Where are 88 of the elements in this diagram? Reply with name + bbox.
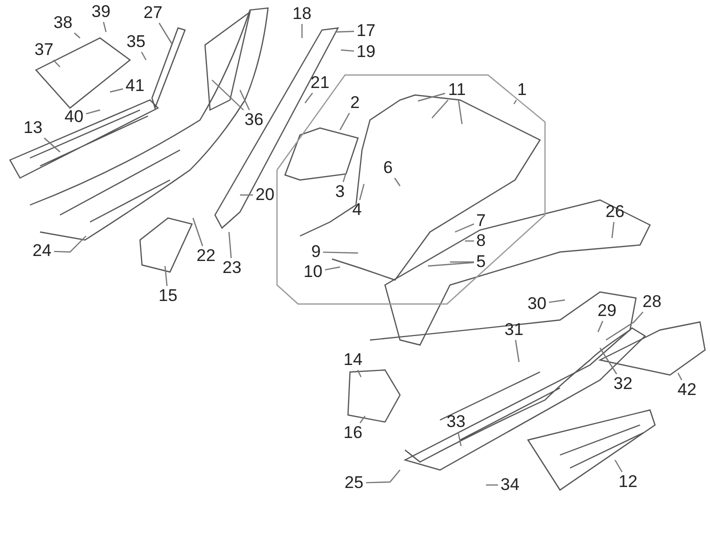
leader-line [486, 484, 498, 486]
callout-number: 8 [476, 232, 486, 250]
callout-number: 19 [356, 43, 376, 61]
callout-number: 31 [504, 321, 524, 339]
leader-line [611, 222, 614, 238]
callout-number: 29 [598, 302, 616, 320]
leader-line [342, 172, 347, 182]
leader-line [86, 109, 100, 114]
leader-line [450, 261, 474, 263]
callout-number: 23 [222, 259, 242, 277]
callout-number: 28 [642, 293, 662, 311]
leader-line [44, 138, 60, 152]
callout-number: 7 [476, 212, 486, 230]
callout-number: 17 [356, 22, 376, 40]
leader-line [366, 470, 400, 484]
leader-line [514, 340, 520, 362]
callout-number: 13 [24, 119, 42, 137]
callout-number: 37 [34, 41, 54, 59]
leader-line [192, 218, 204, 246]
leader-line [458, 100, 463, 124]
leader-line [158, 22, 173, 44]
callout-number: 38 [54, 14, 72, 32]
callout-number: 2 [350, 94, 360, 112]
callout-number: 6 [383, 159, 393, 177]
callout-number: 15 [158, 287, 178, 305]
leader-line [74, 32, 80, 38]
callout-number: 39 [92, 3, 110, 21]
leader-line [359, 184, 365, 200]
callout-number: 18 [292, 5, 312, 23]
leader-line [228, 232, 232, 258]
leader-line [240, 194, 253, 196]
callout-number: 42 [678, 381, 696, 399]
callout-number: 22 [196, 247, 216, 265]
callout-number: 27 [144, 4, 162, 22]
callout-number: 3 [335, 183, 345, 201]
callout-number: 20 [256, 186, 274, 204]
callout-number: 10 [304, 263, 322, 281]
leader-line [357, 370, 362, 378]
leader-line [418, 92, 446, 102]
leader-line [334, 30, 354, 33]
callout-number: 16 [344, 424, 362, 442]
leader-line [102, 22, 107, 32]
leader-line [600, 348, 618, 374]
leader-line [428, 262, 474, 267]
leader-line [324, 266, 340, 270]
leader-line [322, 252, 358, 254]
leader-line [394, 178, 400, 186]
callout-number: 36 [244, 111, 264, 129]
leader-line [454, 223, 474, 233]
callout-number: 4 [352, 201, 362, 219]
callout-number: 5 [476, 253, 486, 271]
leader-line [458, 432, 462, 446]
leader-line [360, 416, 366, 424]
callout-number: 21 [310, 74, 330, 92]
callout-number: 30 [528, 295, 546, 313]
callout-number: 12 [618, 473, 638, 491]
leader-line [141, 52, 147, 60]
callout-number: 40 [64, 108, 84, 126]
callout-number: 32 [614, 375, 632, 393]
leader-line [614, 460, 623, 472]
callout-number: 26 [606, 203, 624, 221]
callout-number: 34 [500, 476, 520, 494]
leader-line [110, 88, 124, 93]
leader-line [548, 299, 566, 303]
callout-number: 33 [446, 413, 466, 431]
leader-line [54, 236, 86, 253]
leader-line [304, 92, 313, 104]
callout-number: 1 [517, 81, 527, 99]
callout-number: 25 [344, 474, 364, 492]
leader-line [239, 90, 250, 110]
leader-line [465, 240, 474, 242]
callout-number: 9 [311, 243, 321, 261]
leader-line [432, 100, 449, 118]
callout-number: 41 [126, 77, 144, 95]
leader-line [677, 372, 682, 380]
leader-line [597, 320, 604, 332]
leader-line [52, 60, 60, 68]
leader-line [513, 100, 517, 104]
leader-line [301, 24, 303, 38]
leader-line [339, 112, 350, 130]
leader-line [212, 80, 244, 110]
callout-number: 14 [344, 351, 362, 369]
leader-line [164, 266, 168, 286]
leader-line [340, 49, 354, 52]
callout-number: 11 [448, 81, 466, 99]
callout-number: 24 [32, 242, 52, 260]
leader-line [606, 312, 644, 340]
callout-number: 35 [126, 33, 146, 51]
